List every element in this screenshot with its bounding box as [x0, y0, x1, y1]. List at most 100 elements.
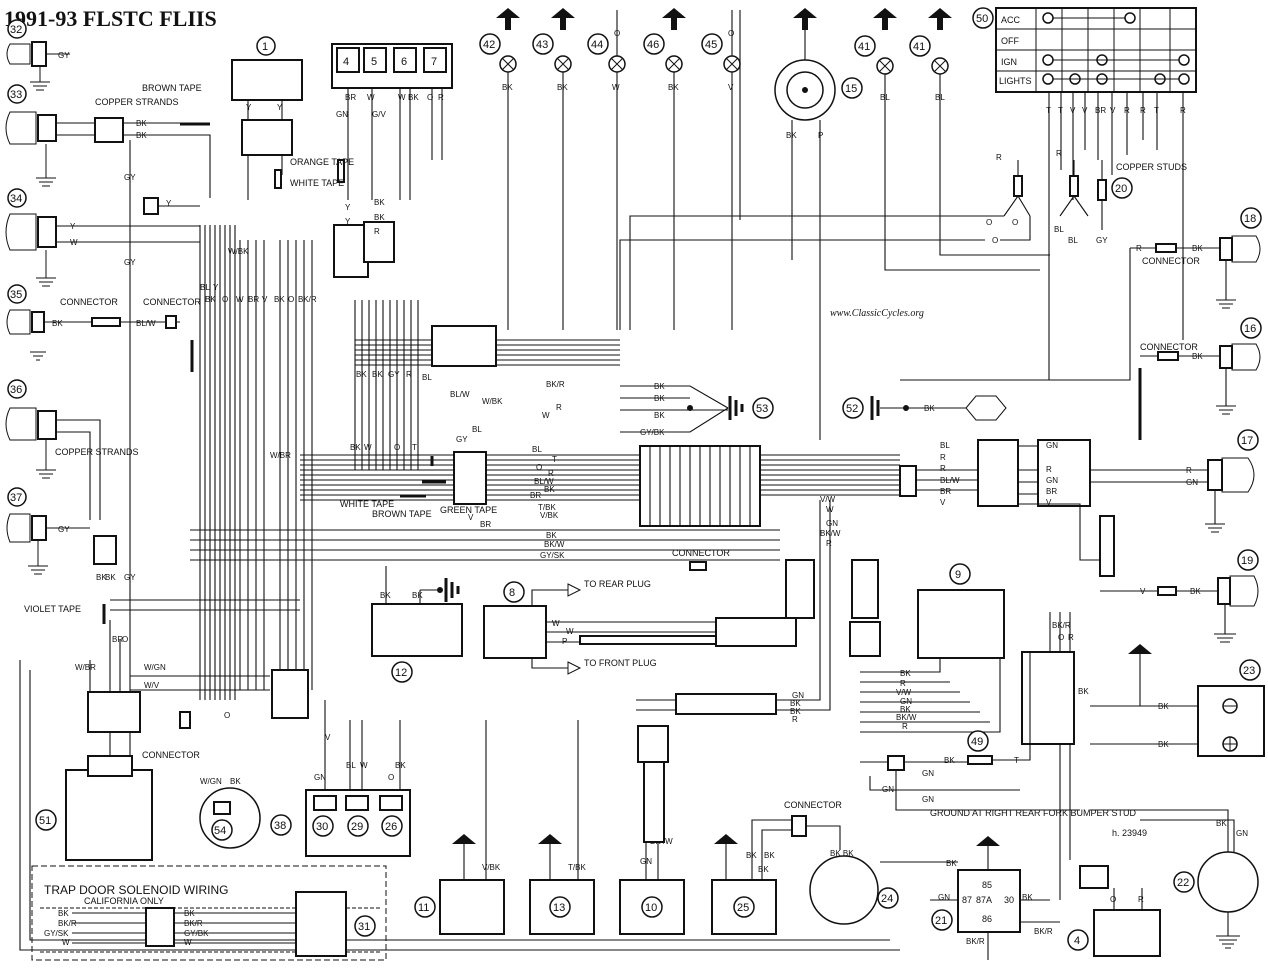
wire-label: GN — [938, 893, 950, 902]
ignition-switch-50: 50 ACC OFF IGN LIGHTS T T V V BR V R R T… — [972, 7, 1197, 380]
component-41a-label: 41 — [858, 41, 870, 53]
component-15-label: 15 — [845, 83, 857, 95]
top-connector-4567: 4 5 6 7 BR W W BK O R GN G/V ORANGE TAPE… — [274, 43, 453, 200]
pin-7 — [423, 47, 447, 73]
component-34-junction — [143, 197, 159, 215]
component-1-label: 1 — [262, 41, 268, 53]
wire-label: BK — [946, 859, 957, 868]
lower-left-connector — [87, 691, 141, 733]
lamps-41: 41 BL 41 BL — [854, 8, 1050, 271]
wire-label: BR — [112, 635, 123, 644]
wire-label: BK BK — [830, 849, 854, 858]
component-1-badge — [256, 36, 276, 56]
component-4b-box — [1093, 909, 1161, 957]
wire-label: BR — [345, 93, 356, 102]
wire-label: GN — [314, 773, 326, 782]
pin-6-label: 6 — [401, 56, 407, 68]
wire-label: BK — [96, 573, 107, 582]
wire-label: R — [374, 227, 380, 236]
wire-label: W — [62, 938, 70, 947]
violet-tape-note: VIOLET TAPE — [24, 604, 81, 614]
center-splice-connector — [453, 451, 487, 505]
relay-21: 85 87 87A 30 86 21 BK GN BK BK/R BK/R — [880, 836, 1060, 960]
component-17-label: 17 — [1241, 435, 1253, 447]
wire-label: BR — [530, 491, 541, 500]
wire-label: GN — [792, 691, 804, 700]
wire-label: W/BK — [228, 247, 249, 256]
wire-label: R — [438, 93, 444, 102]
wire-label: V — [1046, 498, 1052, 507]
wire-label: O — [728, 29, 734, 38]
fuse-block-20: COPPER STUDS 20 R R O O O BL BL GY — [619, 149, 1187, 330]
wire-label: BK — [350, 443, 361, 452]
terminal-label: BR — [1095, 106, 1106, 115]
ignition-module-connector — [715, 617, 797, 647]
wire-label: GN — [826, 519, 838, 528]
wire-label: W — [236, 295, 244, 304]
to-rear-plug-note: TO REAR PLUG — [584, 579, 651, 589]
white-tape-note-2: WHITE TAPE — [340, 499, 394, 509]
wire-label: O — [388, 773, 394, 782]
component-16-sensor — [1219, 345, 1233, 369]
wire-label: BK/R — [966, 937, 985, 946]
wire-label: BK — [924, 404, 935, 413]
wire-label: V/W — [820, 495, 836, 504]
pin-4-label: 4 — [343, 56, 349, 68]
brown-tape-note-2: BROWN TAPE — [372, 509, 432, 519]
wire-label: R — [826, 539, 832, 548]
pin-5-label: 5 — [371, 56, 377, 68]
wire-label: BK — [136, 119, 147, 128]
component-13-label: 13 — [553, 902, 565, 914]
component-1-box — [231, 59, 303, 101]
wire-label: BK — [1078, 687, 1089, 696]
plug-wire-sleeve — [579, 635, 717, 645]
wire-label: O — [288, 295, 294, 304]
connector-38 — [179, 711, 191, 729]
pin-7-label: 7 — [431, 56, 437, 68]
right-lower-connector — [1021, 651, 1075, 745]
lower-left-wiring: BK BK GY VIOLET TAPE BR O W/BR W/GN W/V … — [24, 535, 309, 860]
component-37-label: 37 — [10, 492, 22, 504]
component-9-sleeve — [851, 559, 879, 619]
component-10-label: 10 — [645, 902, 657, 914]
wire-label: BK — [900, 705, 911, 714]
wire-label: W/GN — [200, 777, 222, 786]
switch-position-ign: IGN — [1001, 57, 1017, 67]
wire-label: BK — [944, 756, 955, 765]
switch-position-acc: ACC — [1001, 15, 1021, 25]
component-8-box — [483, 605, 547, 659]
wire-label: BK — [654, 411, 665, 420]
component-16: 16 BK CONNECTOR — [1138, 317, 1262, 440]
wire-label: GN — [1236, 829, 1248, 838]
component-30-label: 30 — [316, 821, 328, 833]
component-35-sensor — [31, 311, 45, 333]
wire-label: W/GN — [144, 663, 166, 672]
component-54-label: 54 — [214, 825, 226, 837]
component-23: 23 BK BK — [1090, 644, 1265, 757]
wire-label: GY — [456, 435, 468, 444]
wire-label: W/BR — [270, 451, 291, 460]
wire-label: R — [940, 453, 946, 462]
component-31-box — [295, 891, 347, 957]
wire-label: BK — [1192, 352, 1203, 361]
component-37: 37 GY — [6, 487, 90, 575]
relay-box — [957, 869, 1021, 933]
wire-label: BR — [940, 487, 951, 496]
component-33-label: 33 — [10, 89, 22, 101]
wire-label: BK — [372, 370, 383, 379]
wire-label: V — [940, 498, 946, 507]
component-22: 22 BK GN — [1090, 809, 1259, 949]
connector-35a — [91, 317, 121, 327]
wire-label: BK/R — [1052, 621, 1071, 630]
wire-label: R — [1138, 895, 1144, 904]
wire-label: BK — [654, 382, 665, 391]
wire-label: O — [1012, 218, 1018, 227]
wire-label: R — [548, 469, 554, 478]
component-33: 33 BK BK COPPER STRANDS BROWN TAPE — [5, 83, 211, 198]
wire-label: Y — [277, 103, 283, 112]
switch-position-lights: LIGHTS — [999, 76, 1032, 86]
wire-label: BK — [408, 93, 419, 102]
wire-label: W — [398, 93, 406, 102]
orange-tape-note: ORANGE TAPE — [290, 157, 354, 167]
wire-label: BK — [412, 591, 423, 600]
